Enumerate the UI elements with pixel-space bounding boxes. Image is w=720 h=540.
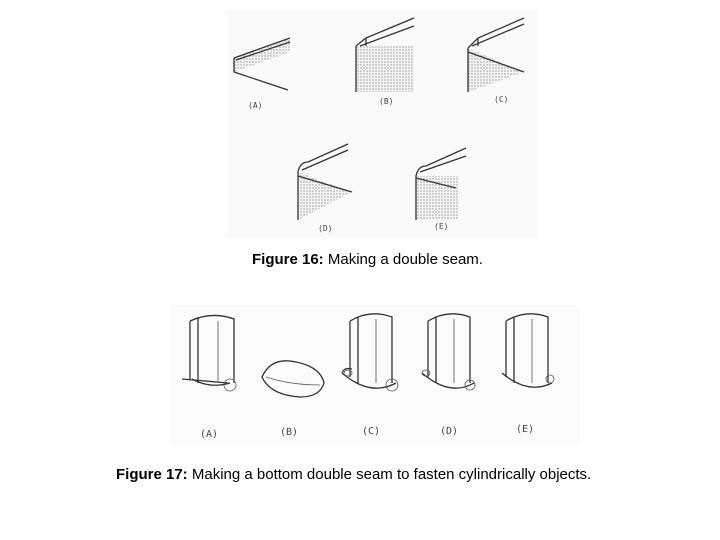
seam-step-a-drawing xyxy=(233,37,291,91)
seam-step-b-drawing xyxy=(355,17,415,92)
bottom-seam-step-d-drawing xyxy=(421,313,476,391)
figure-16-caption: Figure 16: Making a double seam. xyxy=(252,251,483,268)
figure-16-caption-label: Figure 16: xyxy=(252,251,324,268)
figure-17-caption: Figure 17: Making a bottom double seam t… xyxy=(116,466,591,483)
fig16-sublabel-a: (A) xyxy=(248,101,262,110)
bottom-seam-step-e-drawing xyxy=(501,313,555,388)
fig17-sublabel-a: (A) xyxy=(200,429,218,440)
figure-17-caption-text: Making a bottom double seam to fasten cy… xyxy=(187,466,592,483)
fig17-sublabel-d: (D) xyxy=(440,426,458,437)
figure-17-caption-label: Figure 17: xyxy=(116,466,188,483)
bottom-seam-step-a-drawing xyxy=(181,314,237,392)
bottom-seam-step-c-drawing xyxy=(341,313,399,392)
fig16-sublabel-e: (E) xyxy=(434,222,448,231)
fig16-sublabel-c: (C) xyxy=(494,95,508,104)
seam-step-e-drawing xyxy=(415,147,467,220)
figure-16-illustration: (A) (B) (C) (D) (E) xyxy=(228,10,538,238)
figure-16-caption-text: Making a double seam. xyxy=(323,251,483,268)
seam-step-c-drawing xyxy=(467,17,525,92)
fig16-sublabel-b: (B) xyxy=(379,97,393,106)
seam-step-d-drawing xyxy=(297,143,353,220)
fig17-sublabel-e: (E) xyxy=(516,424,534,435)
fig17-sublabel-b: (B) xyxy=(280,427,298,438)
figure-17-illustration: (A) (B) (C) (D) (E) xyxy=(170,305,580,445)
fig16-sublabel-d: (D) xyxy=(318,224,332,233)
fig17-sublabel-c: (C) xyxy=(362,426,380,437)
bottom-seam-step-b-drawing xyxy=(261,360,325,398)
